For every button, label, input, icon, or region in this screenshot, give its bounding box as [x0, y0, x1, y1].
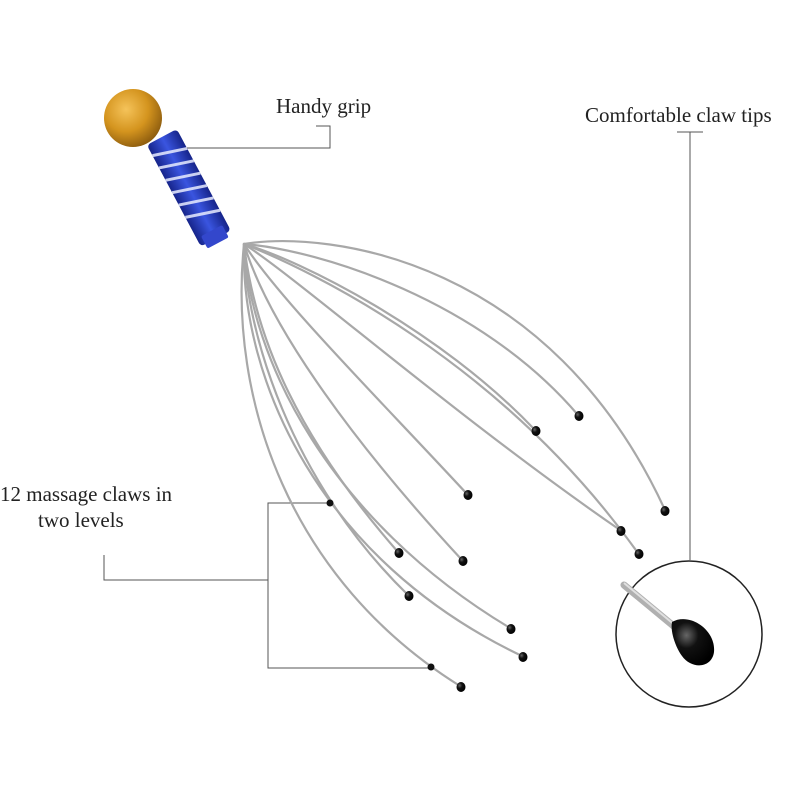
claw-tip [404, 591, 414, 601]
claw-wires [240, 240, 667, 688]
claw-tip [531, 426, 541, 436]
claw-tip [616, 526, 626, 536]
claw-tip [660, 506, 670, 516]
wire [242, 242, 410, 597]
claw-tip [458, 556, 468, 566]
leader-claws [103, 555, 268, 581]
wire [242, 242, 469, 496]
wire [242, 242, 580, 417]
label-massage-claws: 12 massage claws in two levels [0, 481, 172, 533]
leader-claws-bracket [267, 502, 430, 669]
wire [242, 242, 464, 562]
claw-tip [574, 411, 584, 421]
wire [242, 242, 640, 555]
wire [240, 242, 462, 688]
wire [242, 242, 512, 630]
handle-twist-pattern [152, 146, 221, 219]
claw-tip [634, 549, 644, 559]
label-handy-grip: Handy grip [276, 94, 372, 118]
zoom-tip [671, 619, 715, 666]
claw-tip [456, 682, 466, 692]
label-massage-claws-line1: 12 massage claws in [0, 482, 173, 506]
claw-tip [463, 490, 473, 500]
wire [242, 242, 524, 658]
claw-tip [518, 652, 528, 662]
wire [242, 242, 622, 532]
leader-dot [427, 663, 435, 671]
handle-collar [201, 225, 229, 248]
leader-claw-tips [677, 131, 703, 560]
claw-tip [394, 548, 404, 558]
tip-zoom-circle [615, 560, 763, 708]
wooden-ball [104, 89, 162, 147]
label-massage-claws-line2: two levels [38, 508, 124, 532]
handle [148, 130, 230, 248]
claw-tip [506, 624, 516, 634]
wire [242, 242, 400, 554]
wire [242, 240, 667, 512]
wire [242, 242, 537, 432]
leader-lines [103, 125, 703, 669]
leader-dot [326, 499, 334, 507]
label-claw-tips: Comfortable claw tips [585, 103, 772, 127]
claw-tips [394, 411, 670, 692]
leader-handy-grip [162, 125, 331, 149]
